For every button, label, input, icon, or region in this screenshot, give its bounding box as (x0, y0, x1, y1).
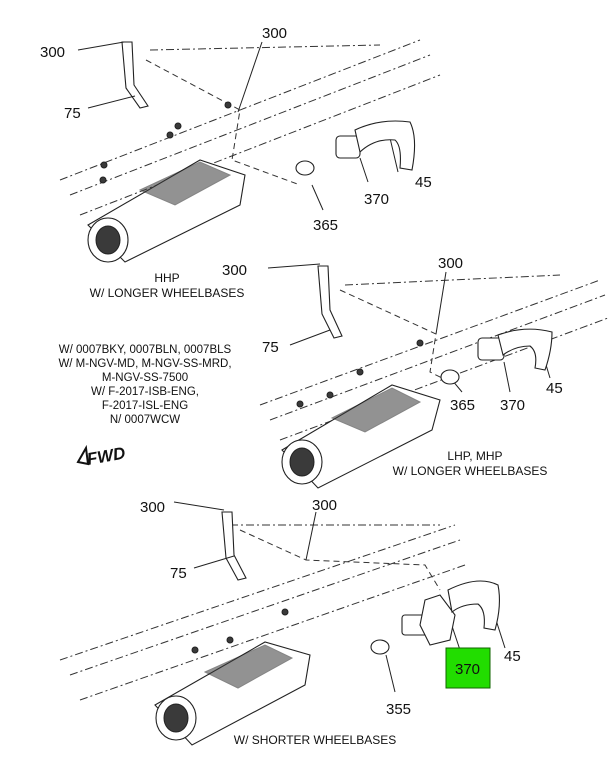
callout-300-top-right: 300 (262, 25, 287, 42)
applicability-notes: W/ 0007BKY, 0007BLN, 0007BLS W/ M-NGV-MD… (58, 344, 231, 426)
elbow-pipe-mid (477, 328, 553, 371)
callout-370-top: 370 (364, 191, 389, 208)
callout-300-mid-right: 300 (438, 255, 463, 272)
bracket-75-mid (317, 265, 343, 339)
callout-45-mid: 45 (546, 380, 563, 397)
caption-mid-line1: LHP, MHP (447, 449, 502, 463)
callout-365-top: 365 (313, 217, 338, 234)
elbow-pipe-bot (401, 580, 501, 646)
caption-mid-line2: W/ LONGER WHEELBASES (393, 464, 548, 478)
clamp-365-top (295, 160, 315, 176)
note-line-1: W/ 0007BKY, 0007BLN, 0007BLS (59, 344, 232, 356)
callout-370-mid: 370 (500, 397, 525, 414)
callout-300-top-left: 300 (40, 44, 65, 61)
note-line-5: F-2017-ISL-ENG (102, 400, 188, 412)
callout-75-top: 75 (64, 105, 81, 122)
fwd-indicator: FWD (76, 444, 127, 469)
callout-300-bot-left: 300 (140, 499, 165, 516)
assembly-bot: 300 300 75 45 370 355 W/ SHORTER WHEELBA… (59, 497, 521, 747)
callout-75-bot: 75 (170, 565, 187, 582)
callout-75-mid: 75 (262, 339, 279, 356)
callout-355-bot: 355 (386, 701, 411, 718)
caption-top-line1: HHP (154, 271, 179, 285)
callout-45-top: 45 (415, 174, 432, 191)
caption-top-line2: W/ LONGER WHEELBASES (90, 286, 245, 300)
elbow-pipe-top (335, 120, 416, 171)
assembly-mid: 300 300 75 45 370 365 LHP, MHP W/ LONGER… (222, 255, 609, 489)
note-line-4: W/ F-2017-ISB-ENG, (91, 386, 199, 398)
note-line-6: N/ 0007WCW (110, 414, 180, 426)
clamp-355-bot (370, 639, 390, 655)
callout-370-bot: 370 (455, 661, 480, 678)
caption-bot-line1: W/ SHORTER WHEELBASES (234, 733, 396, 747)
assembly-top: 300 300 75 45 370 365 HHP W/ LONGER WHEE… (40, 25, 441, 300)
dpf-canister-bot (154, 608, 311, 746)
callout-45-bot: 45 (504, 648, 521, 665)
callout-365-mid: 365 (450, 397, 475, 414)
fwd-arrow-icon (76, 444, 90, 466)
bracket-75-top (121, 41, 149, 109)
highlight-370-box (445, 647, 491, 689)
callout-300-bot-right: 300 (312, 497, 337, 514)
note-line-3: M-NGV-SS-7500 (102, 372, 188, 384)
clamp-365-mid (440, 369, 460, 385)
bracket-75-bot (221, 511, 247, 581)
callout-300-mid-left: 300 (222, 262, 247, 279)
note-line-2: W/ M-NGV-MD, M-NGV-SS-MRD, (58, 358, 231, 370)
dpf-canister-mid (281, 339, 441, 489)
dpf-canister-top (87, 101, 246, 263)
fwd-label: FWD (85, 444, 126, 469)
